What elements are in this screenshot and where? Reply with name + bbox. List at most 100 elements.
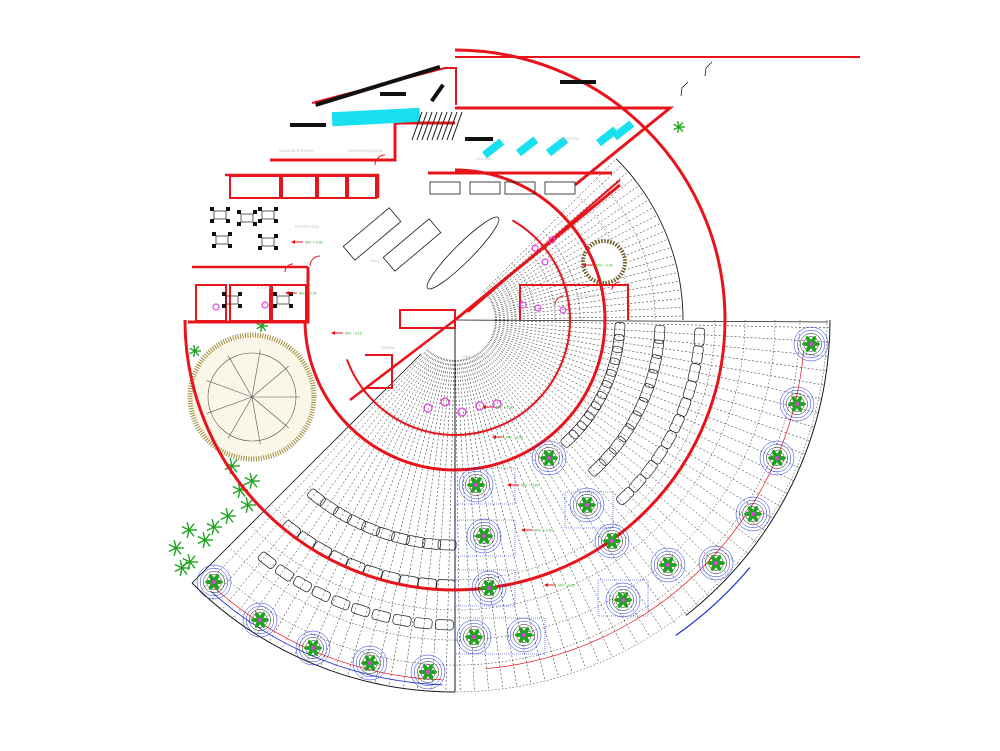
parking-stall <box>332 506 353 523</box>
leaf <box>617 600 624 608</box>
plant-core <box>258 618 262 622</box>
leaf <box>369 655 376 663</box>
small-room <box>317 175 347 199</box>
palm-frond <box>244 476 253 482</box>
ring <box>295 630 331 666</box>
ring <box>779 386 815 422</box>
palm-frond <box>261 325 267 332</box>
leaf <box>483 588 490 596</box>
room-label: CIRCULACION <box>462 354 490 359</box>
parking-stall <box>625 410 642 430</box>
chair <box>222 304 226 308</box>
parking-stall <box>390 531 411 546</box>
palm-frond <box>240 500 249 506</box>
parking-stall <box>371 609 391 623</box>
grid-ray <box>467 357 573 674</box>
stair-step <box>421 111 433 141</box>
level-arrowhead <box>331 331 335 335</box>
leaf <box>717 561 725 565</box>
road-arrow <box>704 61 713 77</box>
grid-arc <box>228 319 776 641</box>
leaf <box>477 483 485 487</box>
plant-core <box>472 635 476 639</box>
ring <box>759 440 795 476</box>
ring <box>531 440 567 476</box>
building-interior <box>195 154 621 417</box>
grid-ray <box>494 280 680 314</box>
leaf <box>622 600 629 608</box>
small-room <box>347 175 377 199</box>
shop-counter <box>504 181 536 195</box>
leaf <box>364 663 371 671</box>
outline-arc-right <box>685 319 831 616</box>
leaf <box>307 648 314 656</box>
grid-ray <box>483 348 720 587</box>
grid-ray <box>307 356 440 662</box>
leaf <box>518 627 525 635</box>
leaf <box>662 557 669 565</box>
leaf <box>667 557 674 565</box>
stair-step <box>436 111 448 141</box>
palm-frond <box>220 511 229 517</box>
ring <box>612 589 634 611</box>
parking-stall <box>392 614 412 627</box>
parking-stall <box>648 354 662 374</box>
small-room <box>229 284 271 322</box>
parking-stall <box>601 368 617 389</box>
palm-frond <box>197 535 206 541</box>
grid-ray <box>491 230 665 305</box>
leaf <box>254 612 261 620</box>
leaf <box>603 539 611 543</box>
leaf <box>662 565 669 573</box>
leaf <box>523 627 530 635</box>
garden-path <box>206 396 253 414</box>
planter-box <box>454 569 516 607</box>
roof-bar <box>429 83 445 103</box>
palm-frond <box>168 543 177 549</box>
leaf <box>470 477 477 485</box>
palm-frond <box>229 458 233 467</box>
ring <box>413 657 443 687</box>
grid-ray <box>485 345 740 566</box>
small-room <box>281 175 317 199</box>
leaf <box>475 485 482 493</box>
leaf <box>470 485 477 493</box>
palm-frond <box>211 519 215 528</box>
ring <box>298 633 328 663</box>
palm-frond <box>676 120 680 128</box>
ring <box>793 326 829 362</box>
leaf <box>613 539 621 543</box>
palm-frond <box>213 520 220 528</box>
room-label: DEPOSITO <box>578 293 599 298</box>
glass-pane <box>546 136 569 157</box>
ring <box>474 573 504 603</box>
chair <box>210 219 214 223</box>
palm-frond <box>188 529 195 537</box>
parking-stall <box>437 539 457 551</box>
leaf <box>791 396 798 404</box>
plant-core <box>621 598 625 602</box>
palm-frond <box>206 522 215 528</box>
ring <box>509 620 539 650</box>
leaf <box>515 633 523 637</box>
grid-ray <box>388 359 449 687</box>
leaf <box>473 629 480 637</box>
grid-ray <box>494 272 679 312</box>
leaf <box>483 528 490 536</box>
roof-bar <box>465 137 493 141</box>
leaf <box>307 640 314 648</box>
parking-stall <box>588 458 607 477</box>
grid-ray <box>487 185 640 297</box>
grid-ray <box>465 358 560 678</box>
palm-frond <box>256 322 263 327</box>
leaf <box>213 582 220 590</box>
chair <box>273 292 277 296</box>
leaf <box>747 514 754 522</box>
level-label: NIV: + 0.15 <box>299 292 317 296</box>
leaf <box>622 592 629 600</box>
grid-ray <box>475 353 651 637</box>
stair-step <box>446 111 458 141</box>
plant-core <box>610 539 614 543</box>
leaf <box>468 629 475 637</box>
chair <box>228 244 232 248</box>
